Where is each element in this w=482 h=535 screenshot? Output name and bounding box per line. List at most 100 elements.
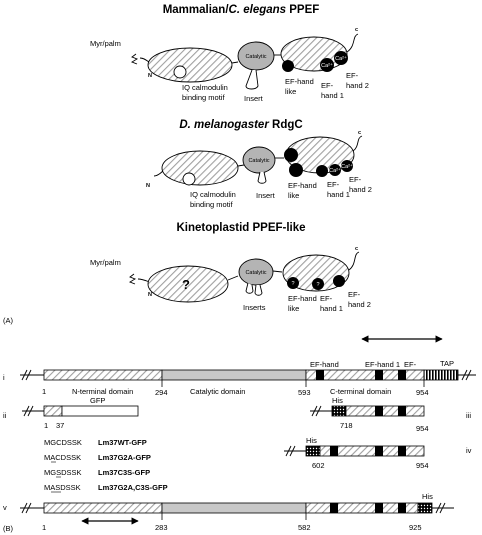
svg-text:EF-hand 1: EF-hand 1 (365, 360, 400, 369)
svg-text:Lm37C3S-GFP: Lm37C3S-GFP (98, 468, 150, 477)
row-iii-his-718: His 718 954 iii (310, 396, 471, 433)
svg-text:Catalytic: Catalytic (245, 270, 266, 276)
svg-text:Lm37WT-GFP: Lm37WT-GFP (98, 438, 147, 447)
rdgc-insert-shape (257, 171, 267, 184)
svg-text:Myr/palm: Myr/palm (90, 258, 121, 267)
svg-text:His: His (306, 436, 317, 445)
rdgc-title: D. melanogaster RdgC (179, 119, 302, 131)
svg-text:MASDSSK: MASDSSK (44, 483, 81, 492)
kineto-insert-1 (245, 282, 254, 294)
c-term-label: c (355, 27, 358, 33)
svg-text:His: His (422, 492, 433, 501)
svg-text:Ca²⁺: Ca²⁺ (321, 62, 333, 69)
svg-text:EF-: EF- (346, 71, 359, 80)
svg-text:c: c (358, 130, 361, 136)
iq-label-2: binding motif (182, 93, 225, 102)
svg-text:?: ? (316, 282, 319, 288)
svg-text:TAP: TAP (440, 359, 454, 368)
svg-text:i: i (3, 373, 5, 382)
svg-text:hand 1: hand 1 (327, 190, 350, 199)
svg-text:EF-hand: EF-hand (310, 360, 339, 369)
svg-text:EF-: EF- (327, 180, 340, 189)
svg-text:EF-: EF- (349, 175, 362, 184)
svg-text:?: ? (291, 281, 294, 287)
ef-hand-1-circle (320, 58, 334, 72)
svg-text:37: 37 (56, 421, 64, 430)
gfp-bar (61, 405, 139, 417)
svg-text:Ca²⁺: Ca²⁺ (341, 163, 353, 170)
rdgc-catalytic-domain (242, 146, 276, 174)
kineto-c-terminal-domain (282, 254, 350, 292)
ef-hand-like-circle (282, 60, 294, 72)
mammalian-ppef-diagram: Mammalian/C. elegans PPEF Myr/palm N IQ … (90, 4, 369, 103)
svg-text:Lm37G2A,C3S-GFP: Lm37G2A,C3S-GFP (98, 483, 168, 492)
svg-text:EF-: EF- (348, 290, 361, 299)
svg-text:His: His (332, 396, 343, 405)
svg-text:MGCDSSK: MGCDSSK (44, 438, 82, 447)
svg-text:593: 593 (298, 388, 311, 397)
iq-motif (173, 65, 187, 79)
svg-text:like: like (288, 304, 299, 313)
svg-text:EF-hand: EF-hand (288, 294, 317, 303)
svg-text:iv: iv (466, 446, 472, 455)
panel-a-label: (A) (3, 316, 14, 325)
svg-text:hand 1: hand 1 (321, 91, 344, 100)
svg-text:MACDSSK: MACDSSK (44, 453, 81, 462)
kineto-title: Kinetoplastid PPEF-like (176, 222, 305, 234)
his-tag (331, 405, 347, 417)
svg-text:like: like (285, 87, 296, 96)
svg-text:Catalytic domain: Catalytic domain (190, 387, 245, 396)
svg-text:EF-: EF- (320, 294, 333, 303)
svg-text:EF-: EF- (404, 360, 417, 369)
kineto-insert-2 (254, 284, 263, 296)
svg-text:v: v (3, 503, 7, 512)
svg-text:954: 954 (416, 461, 429, 470)
svg-text:294: 294 (155, 388, 168, 397)
rdgc-iq-motif (182, 172, 196, 186)
kinetoplastid-diagram: Kinetoplastid PPEF-like Myr/palm N ? Cat… (90, 222, 371, 313)
catalytic-bar (161, 369, 307, 381)
svg-text:Lm37G2A-GFP: Lm37G2A-GFP (98, 453, 151, 462)
ef-hand-2-circle (334, 51, 348, 65)
row-v-full-length-his: v His 1 283 582 925 (3, 492, 454, 532)
svg-text:hand 1: hand 1 (320, 304, 343, 313)
svg-text:EF-hand: EF-hand (285, 77, 314, 86)
svg-text:N: N (146, 183, 150, 189)
svg-text:954: 954 (416, 388, 429, 397)
unknown-function-mark: ? (182, 277, 190, 292)
rdgc-diagram: D. melanogaster RdgC N IQ calmodulin bin… (146, 119, 372, 209)
insert-shape (245, 69, 259, 90)
svg-text:954: 954 (416, 424, 429, 433)
svg-text:hand 2: hand 2 (346, 81, 369, 90)
row-ii-gfp-constructs: ii GFP 1 37 MGCDSSK Lm37WT-GFP MACDSSK L… (3, 396, 168, 493)
construct-list: MGCDSSK Lm37WT-GFP MACDSSK Lm37G2A-GFP M… (44, 438, 168, 493)
svg-text:N: N (148, 292, 152, 298)
svg-text:like: like (288, 191, 299, 200)
catalytic-label: Catalytic (245, 54, 266, 60)
insert-label: Insert (244, 94, 264, 103)
svg-text:1: 1 (42, 523, 46, 532)
svg-text:Catalytic: Catalytic (248, 158, 269, 164)
iq-label-1: IQ calmodulin (182, 83, 228, 92)
svg-text:IQ calmodulin: IQ calmodulin (190, 190, 236, 199)
svg-text:718: 718 (340, 421, 353, 430)
myr-palm-label: Myr/palm (90, 39, 121, 48)
svg-text:hand 2: hand 2 (348, 300, 371, 309)
svg-text:Ca²⁺: Ca²⁺ (329, 167, 341, 174)
row-i-full-length: i EF-hand EF-hand 1 EF- TAP 1 N-terminal… (3, 335, 476, 397)
svg-text:283: 283 (155, 523, 168, 532)
svg-text:1: 1 (42, 387, 46, 396)
svg-text:EF-: EF- (321, 81, 334, 90)
panel-b-label: (B) (3, 524, 14, 533)
tap-tag (423, 369, 459, 381)
svg-text:GFP: GFP (90, 396, 105, 405)
svg-text:Ca²⁺: Ca²⁺ (335, 55, 347, 62)
svg-text:EF-hand: EF-hand (288, 181, 317, 190)
svg-text:binding motif: binding motif (190, 200, 233, 209)
svg-text:Inserts: Inserts (243, 303, 266, 312)
svg-text:582: 582 (298, 523, 311, 532)
svg-text:1: 1 (44, 421, 48, 430)
svg-text:iii: iii (466, 411, 471, 420)
rdgc-n-terminal-domain (161, 150, 239, 186)
